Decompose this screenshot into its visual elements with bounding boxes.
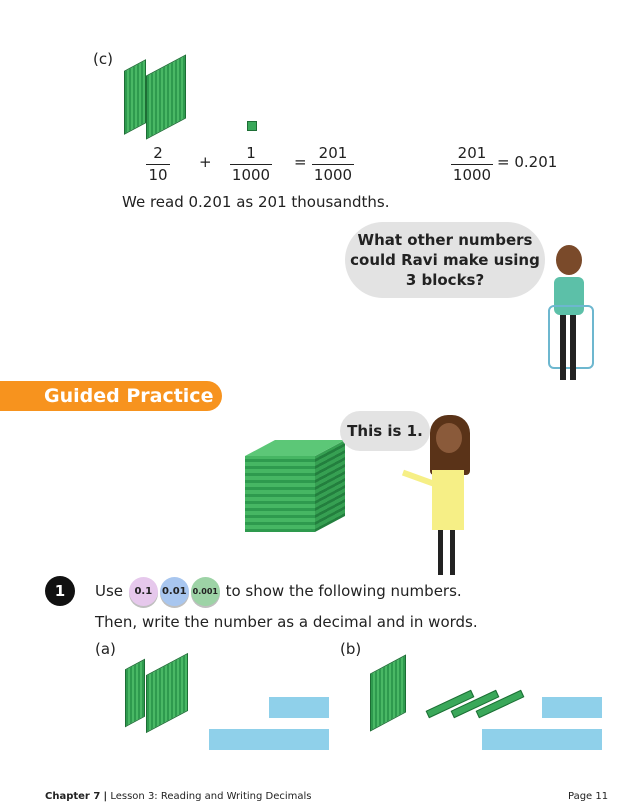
equals-sign: = [294, 153, 307, 171]
thousand-cube [245, 440, 345, 532]
hundredths-flat [125, 658, 145, 728]
part-c-label: (c) [93, 50, 113, 68]
denominator: 10 [148, 166, 168, 184]
fraction: 201 1000 [312, 144, 354, 185]
girl-illustration [401, 415, 470, 575]
plus-sign: + [199, 153, 212, 171]
speech-bubble: This is 1. [340, 411, 430, 451]
fraction: 1 1000 [230, 144, 272, 185]
reading-text: We read 0.201 as 201 thousandths. [122, 193, 390, 211]
use-text: Use [95, 582, 124, 600]
numerator: 201 [318, 144, 348, 162]
part-b-label: (b) [340, 640, 362, 658]
instruction-text: to show the following numbers. [225, 582, 462, 600]
denominator: 1000 [231, 166, 271, 184]
denominator: 1000 [452, 166, 492, 184]
instruction-line-2: Then, write the number as a decimal and … [95, 613, 478, 631]
fraction: 201 1000 [451, 144, 493, 185]
guided-practice-banner: Guided Practice [0, 381, 222, 411]
decimal-result: = 0.201 [497, 153, 558, 171]
answer-box-decimal[interactable] [542, 697, 602, 718]
hundredths-flat [370, 654, 406, 732]
speech-bubble: What other numbers could Ravi make using… [345, 222, 545, 298]
footer-chapter: Chapter 7 | Lesson 3: Reading and Writin… [45, 791, 312, 802]
page-number: Page 11 [568, 791, 609, 802]
thousandth-chip: 0.001 [190, 577, 220, 606]
lesson-label: Lesson 3: Reading and Writing Decimals [110, 791, 312, 802]
numerator: 2 [153, 144, 163, 162]
tenth-chip: 0.1 [128, 577, 158, 606]
hundredths-flat [146, 54, 186, 140]
question-number-badge: 1 [45, 576, 75, 606]
girl-wheelchair-illustration [548, 245, 594, 385]
chapter-label: Chapter 7 [45, 791, 101, 802]
answer-box-words[interactable] [209, 729, 329, 750]
answer-box-decimal[interactable] [269, 697, 329, 718]
answer-box-words[interactable] [482, 729, 602, 750]
numerator: 1 [246, 144, 256, 162]
hundredth-chip: 0.01 [159, 577, 189, 606]
numerator: 201 [457, 144, 487, 162]
thousandth-cube [247, 121, 257, 131]
part-a-label: (a) [95, 640, 116, 658]
hundredths-flat [124, 59, 146, 135]
hundredths-flat [146, 652, 188, 734]
denominator: 1000 [313, 166, 353, 184]
